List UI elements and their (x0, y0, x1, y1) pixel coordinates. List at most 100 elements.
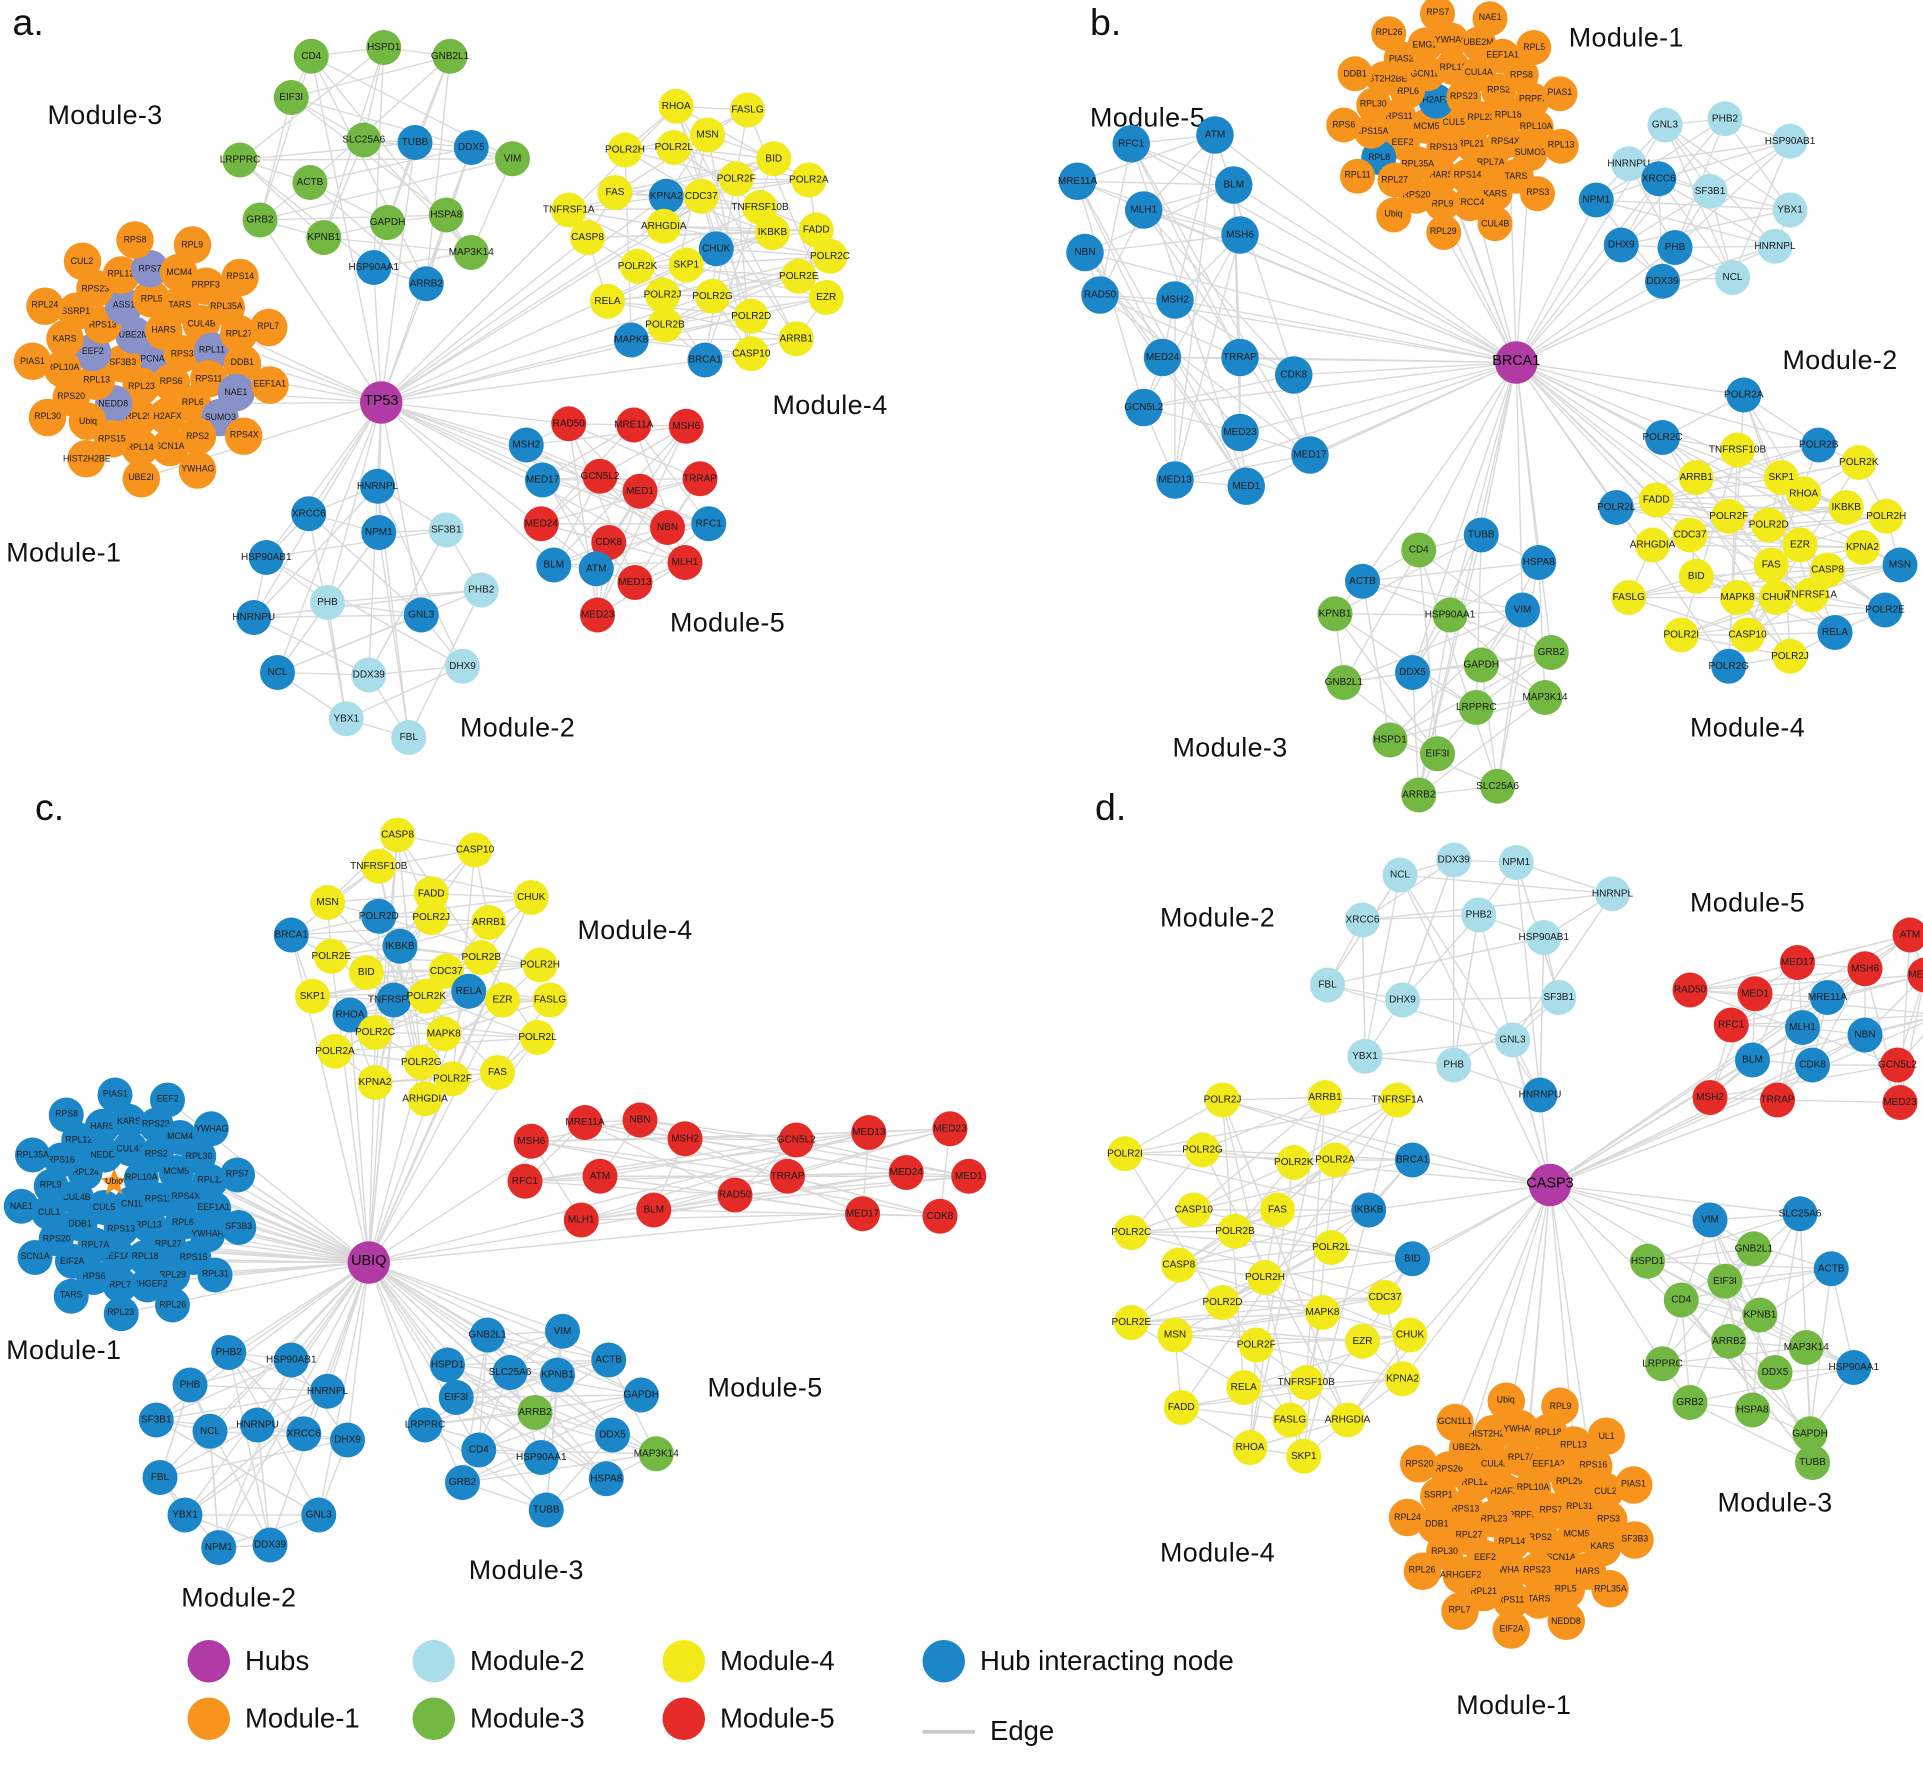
edge (309, 181, 427, 285)
node-fadd: FADD (1638, 482, 1674, 518)
node-casp8: CASP8 (380, 817, 415, 853)
edge (447, 1330, 563, 1366)
edge (1418, 549, 1439, 754)
node-hsp90ab1: HSP90AB1 (1765, 123, 1815, 159)
module-label-module-1: Module-1 (1456, 1690, 1572, 1720)
legend-item-module-1: Module-1 (187, 1697, 360, 1740)
node-mre11a: MRE11A (1808, 980, 1847, 1015)
node-bid: BID (1395, 1241, 1430, 1277)
module-label-module-5: Module-5 (670, 607, 786, 638)
edge (1515, 178, 1660, 363)
edge (1680, 1299, 1814, 1463)
node-mlh1: MLH1 (563, 1202, 599, 1238)
edge (1728, 1268, 1832, 1342)
edge (380, 248, 717, 404)
node-fas: FAS (1753, 547, 1789, 583)
edge (1549, 1184, 1832, 1270)
node-polr2g: POLR2G (1182, 1132, 1223, 1168)
edge (1076, 180, 1164, 358)
edge (1442, 231, 1517, 363)
node-trrap: TRRAP (1221, 338, 1259, 377)
node-med17: MED17 (845, 1196, 880, 1232)
module-label-module-2: Module-2 (1160, 902, 1276, 933)
node-rps6: RPS6 (1326, 107, 1362, 143)
edge (1180, 1099, 1399, 1408)
edge (1689, 974, 1923, 991)
module-label-module-4: Module-4 (1690, 712, 1806, 743)
edge (380, 401, 555, 566)
edge (368, 1262, 449, 1366)
edge (310, 55, 427, 285)
node-msn: MSN (1157, 1317, 1193, 1353)
edge (368, 1262, 426, 1426)
node-rpl26: RPL26 (1371, 16, 1407, 52)
node-med1: MED1 (951, 1158, 987, 1194)
node-hsp90aa1: HSP90AA1 (516, 1440, 567, 1475)
edge (1077, 180, 1234, 186)
node-hnrnpl: HNRNPL (1592, 876, 1633, 912)
node-gnl3: GNL3 (1647, 107, 1683, 143)
node-phb: PHB (1436, 1047, 1472, 1083)
node-map3k14: MAP3K14 (1522, 680, 1568, 715)
edge (1143, 209, 1311, 456)
node-ezr: EZR (485, 982, 520, 1018)
module-label-module-3: Module-3 (1717, 1487, 1833, 1518)
edge (663, 225, 831, 257)
node-med23: MED23 (932, 1111, 968, 1147)
edge (447, 1359, 609, 1366)
edge (380, 236, 588, 404)
node-ube2i: UBE2I (122, 459, 160, 497)
edge (228, 1352, 320, 1516)
node-msh2: MSH2 (667, 1121, 703, 1157)
node-msh2: MSH2 (1692, 1080, 1728, 1115)
edge (1418, 362, 1517, 551)
node-eif3i: EIF3I (1707, 1263, 1743, 1299)
edge (1401, 1184, 1551, 1380)
edge (1256, 1344, 1403, 1380)
node-mapk8: MAPK8 (426, 1016, 462, 1052)
edge (1515, 199, 1597, 363)
module-label-module-1: Module-1 (6, 1335, 122, 1365)
node-mlh1: MLH1 (667, 545, 703, 580)
edge-line-swatch (922, 1729, 975, 1734)
node-msh6: MSH6 (1221, 216, 1259, 254)
edge (239, 141, 416, 161)
node-casp10: CASP10 (1175, 1192, 1213, 1228)
edge (1453, 914, 1480, 1066)
node-rfc1: RFC1 (507, 1163, 543, 1199)
edge (256, 1424, 271, 1546)
node-gnl3: GNL3 (301, 1497, 337, 1533)
node-fbl: FBL (391, 720, 427, 755)
node-cdk8: CDK8 (1795, 1047, 1830, 1083)
node-scn1a: SCN1A (17, 1239, 53, 1275)
node-phb2: PHB2 (1707, 101, 1743, 137)
node-tubb: TUBB (1463, 517, 1499, 553)
module-label-module-4: Module-4 (577, 915, 693, 945)
legend-label-hub-interacting-node: Hub interacting node (980, 1645, 1234, 1677)
edge (380, 195, 667, 404)
module-4-swatch-icon (662, 1640, 705, 1683)
edge (1334, 613, 1451, 616)
edge (1418, 549, 1552, 654)
edge (1511, 893, 1614, 1041)
node-arrb2: ARRB2 (1711, 1323, 1747, 1359)
node-casp8: CASP8 (1161, 1247, 1197, 1283)
node-grb2: GRB2 (1533, 635, 1569, 670)
edge (584, 1121, 736, 1196)
edge (1480, 664, 1499, 787)
edge (1539, 937, 1545, 1096)
node-hsp90aa1: HSP90AA1 (348, 250, 399, 285)
node-ncl: NCL (1715, 260, 1750, 295)
node-mre11a: MRE11A (565, 1105, 605, 1140)
hub-interacting-node-swatch-icon (922, 1640, 965, 1683)
node-polr2j: POLR2J (1204, 1082, 1241, 1118)
edge (209, 1430, 348, 1441)
node-polr2f: POLR2F (717, 161, 756, 197)
edge (1449, 614, 1546, 699)
edge (424, 1424, 547, 1511)
edge (381, 339, 632, 404)
node-xrcc6: XRCC6 (291, 496, 327, 532)
edge (228, 1352, 271, 1546)
edge (1774, 1213, 1801, 1373)
edge (265, 402, 382, 558)
